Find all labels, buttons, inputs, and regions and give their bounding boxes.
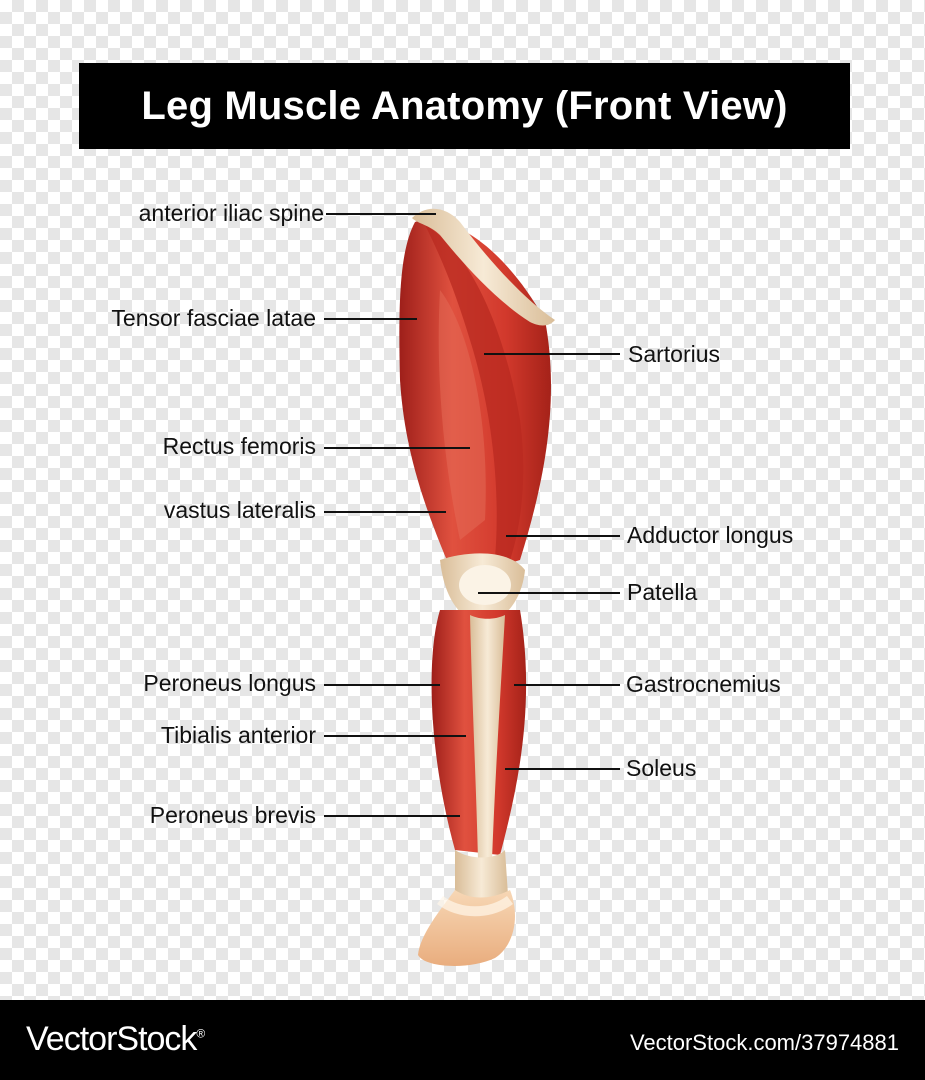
label-vastus-lateralis: vastus lateralis <box>163 497 316 523</box>
label-sartorius: Sartorius <box>628 341 721 367</box>
leader-line <box>326 213 436 215</box>
rectus-femoris-shape <box>438 290 486 540</box>
vectorstock-logo: VectorStock® <box>26 1020 205 1058</box>
label-gastrocnemius: Gastrocnemius <box>626 671 781 697</box>
label-adductor-longus: Adductor longus <box>627 522 794 548</box>
label-soleus: Soleus <box>626 755 697 781</box>
tibia-shaft <box>470 615 505 860</box>
iliac-crest <box>412 208 555 326</box>
leader-line <box>478 592 620 594</box>
label-anterior-iliac-spine: anterior iliac spine <box>138 200 324 226</box>
leader-line <box>505 768 620 770</box>
label-rectus-femoris: Rectus femoris <box>162 433 316 459</box>
label-tibialis-anterior: Tibialis anterior <box>160 722 316 748</box>
leader-line <box>514 684 620 686</box>
leader-line <box>324 815 460 817</box>
sartorius-band <box>425 225 524 560</box>
page-title: Leg Muscle Anatomy (Front View) <box>79 63 850 149</box>
registered-mark: ® <box>196 1026 205 1041</box>
leader-line <box>324 684 440 686</box>
label-peroneus-brevis: Peroneus brevis <box>149 802 316 828</box>
label-patella: Patella <box>627 579 698 605</box>
label-peroneus-longus: Peroneus longus <box>143 670 316 696</box>
leader-line <box>324 318 417 320</box>
leader-line <box>484 353 620 355</box>
leader-line <box>506 535 620 537</box>
patella-shape <box>459 565 511 605</box>
footer-bar: VectorStock® VectorStock.com/37974881 <box>0 1000 925 1080</box>
leader-line <box>324 447 470 449</box>
leader-line <box>324 511 446 513</box>
footer-url: VectorStock.com/37974881 <box>629 1030 899 1055</box>
leg-illustration <box>399 208 555 966</box>
ankle <box>455 850 508 901</box>
leader-line <box>324 735 466 737</box>
label-tensor-fasciae-latae: Tensor fasciae latae <box>111 305 316 331</box>
